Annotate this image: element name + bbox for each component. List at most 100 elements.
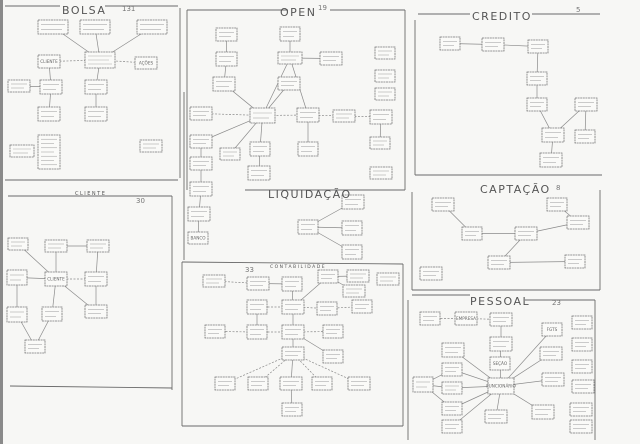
entity-box-outline: [369, 109, 393, 125]
entity-label: EMPRESA: [456, 316, 476, 321]
entity-box-outline: [202, 274, 226, 288]
entity-box: [514, 226, 538, 241]
entity-box-outline: [481, 37, 505, 52]
entity-box: [341, 194, 365, 210]
entity-box-outline: [539, 152, 563, 168]
entity-box-outline: [249, 141, 271, 157]
entity-box-outline: [7, 79, 31, 93]
entity-box: [189, 134, 213, 149]
entity-box-outline: [346, 269, 370, 283]
entity-box: [281, 276, 303, 292]
entity-box: [374, 69, 396, 83]
entity-box: [246, 276, 270, 291]
entity-box-outline: [84, 271, 108, 287]
entity-box: [374, 87, 396, 101]
entity-box-outline: [461, 226, 483, 241]
entity-box-outline: [219, 147, 241, 161]
entity-box: [526, 71, 548, 86]
entity-box-outline: [281, 402, 303, 417]
entity-box: CLIENTE: [44, 271, 68, 287]
entity-box: [246, 299, 268, 315]
entity-box-outline: [322, 349, 344, 364]
entity-box-outline: [369, 136, 391, 150]
entity-box: [322, 324, 344, 339]
entity-box: [461, 226, 483, 241]
entity-label: SEÇÃO: [493, 361, 508, 366]
entity-box: [439, 36, 461, 51]
entity-box-outline: [37, 54, 61, 69]
entity-box: [369, 136, 391, 150]
section-title-contabilidade: CONTABILIDADE: [270, 264, 326, 270]
entity-box-outline: [439, 36, 461, 51]
entity-box: FUNCIONÁRIO: [486, 377, 516, 395]
entity-box: [297, 141, 319, 157]
entity-box-outline: [487, 255, 511, 270]
entity-box-outline: [247, 376, 269, 391]
entity-box: [246, 324, 268, 340]
entity-label: FGTS: [547, 327, 558, 332]
entity-box-outline: [189, 156, 213, 171]
entity-label: CLIENTE: [40, 59, 58, 64]
entity-box: [281, 299, 305, 315]
entity-box: [189, 106, 213, 121]
entity-box: [84, 79, 108, 95]
entity-box-outline: [279, 376, 303, 391]
entity-box: [247, 376, 269, 391]
entity-box-outline: [441, 419, 463, 434]
entity-box: [571, 379, 595, 394]
entity-box: [566, 215, 590, 230]
entity-box-outline: [136, 19, 168, 35]
entity-box-outline: [212, 76, 236, 92]
entity-box: [546, 197, 568, 212]
entity-box: [481, 37, 505, 52]
entity-box: [277, 51, 303, 65]
entity-box-outline: [564, 254, 586, 269]
entity-box: BANCO: [187, 231, 209, 245]
entity-box: [214, 376, 236, 391]
entity-box: [341, 244, 363, 260]
section-number-open: 19: [318, 4, 327, 12]
relationship-line: [262, 57, 291, 116]
entity-box: [279, 376, 303, 391]
entity-box-outline: [24, 339, 46, 354]
entity-box-outline: [79, 19, 111, 35]
entity-box: [431, 197, 455, 212]
entity-box: EMPRESA: [454, 311, 478, 326]
entity-box: [86, 239, 110, 253]
entity-box-outline: [247, 165, 271, 181]
entity-box-outline: [419, 266, 443, 281]
entity-box-outline: [419, 311, 441, 326]
entity-box-outline: [526, 71, 548, 86]
entity-box: [139, 139, 163, 153]
entity-box-outline: [204, 324, 226, 339]
entity-box: [441, 362, 463, 377]
entity-box: [319, 51, 343, 66]
entity-box: [7, 79, 31, 93]
entity-box-outline: [319, 51, 343, 66]
entity-box: [332, 109, 356, 123]
entity-box-outline: [374, 46, 396, 60]
entity-box-outline: [571, 315, 593, 330]
entity-box-outline: [249, 107, 276, 124]
section-title-cliente: CLIENTE: [75, 191, 106, 197]
entity-box-outline: [86, 239, 110, 253]
section-frames: [5, 5, 602, 440]
entity-box: [9, 144, 35, 158]
entity-box-outline: [39, 79, 63, 95]
entity-box: [571, 337, 593, 352]
entity-box-outline: [44, 271, 68, 287]
entity-box-outline: [332, 109, 356, 123]
entity-box-outline: [281, 276, 303, 292]
entity-label: FUNCIONÁRIO: [486, 384, 516, 389]
entity-box-outline: [281, 299, 305, 315]
entity-box-outline: [454, 311, 478, 326]
entity-box-outline: [37, 106, 61, 122]
entity-box: [219, 147, 241, 161]
entity-box: [527, 39, 549, 54]
entity-box-outline: [189, 134, 213, 149]
entity-box: [84, 106, 108, 122]
relationship-line: [500, 329, 553, 387]
entity-box: [569, 402, 593, 417]
entity-box: [281, 324, 305, 340]
entity-box-outline: [246, 276, 270, 291]
